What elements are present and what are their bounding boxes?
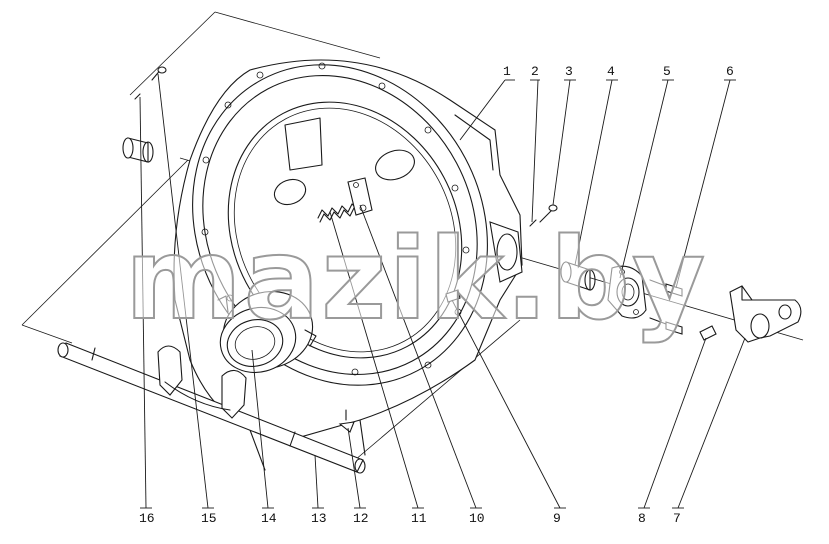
flange-bolt-holes [201,62,470,376]
callout-6: 6 [726,64,734,79]
pivot-bracket [347,177,373,216]
release-spring [317,203,359,223]
callout-9: 9 [553,511,561,526]
callout-5: 5 [663,64,671,79]
callout-12: 12 [353,511,369,526]
nut-9 [445,289,461,303]
callout-2: 2 [531,64,539,79]
callout-4: 4 [607,64,615,79]
screw-small-2 [529,219,537,227]
callout-1: 1 [503,64,511,79]
callout-16: 16 [139,511,155,526]
bolts-6 [649,279,683,335]
lever-7 [729,285,802,343]
callout-11: 11 [411,511,427,526]
key-part [338,409,355,433]
callout-15: 15 [201,511,217,526]
bushing-left [122,137,154,163]
callout-10: 10 [469,511,485,526]
release-bearing [217,290,317,373]
watermark-text: mazik.by [125,215,707,345]
pin-left [134,66,167,100]
callout-13: 13 [311,511,327,526]
callout-labels: 1 2 3 4 5 6 16 15 14 13 12 11 10 9 8 7 [139,64,734,526]
callout-8: 8 [638,511,646,526]
bushing-4 [560,261,596,291]
leader-lines [139,73,746,509]
callout-3: 3 [565,64,573,79]
release-shaft [57,342,366,474]
flange-cover-5 [607,265,647,319]
nut-8 [699,325,717,341]
callout-7: 7 [673,511,681,526]
callout-14: 14 [261,511,277,526]
